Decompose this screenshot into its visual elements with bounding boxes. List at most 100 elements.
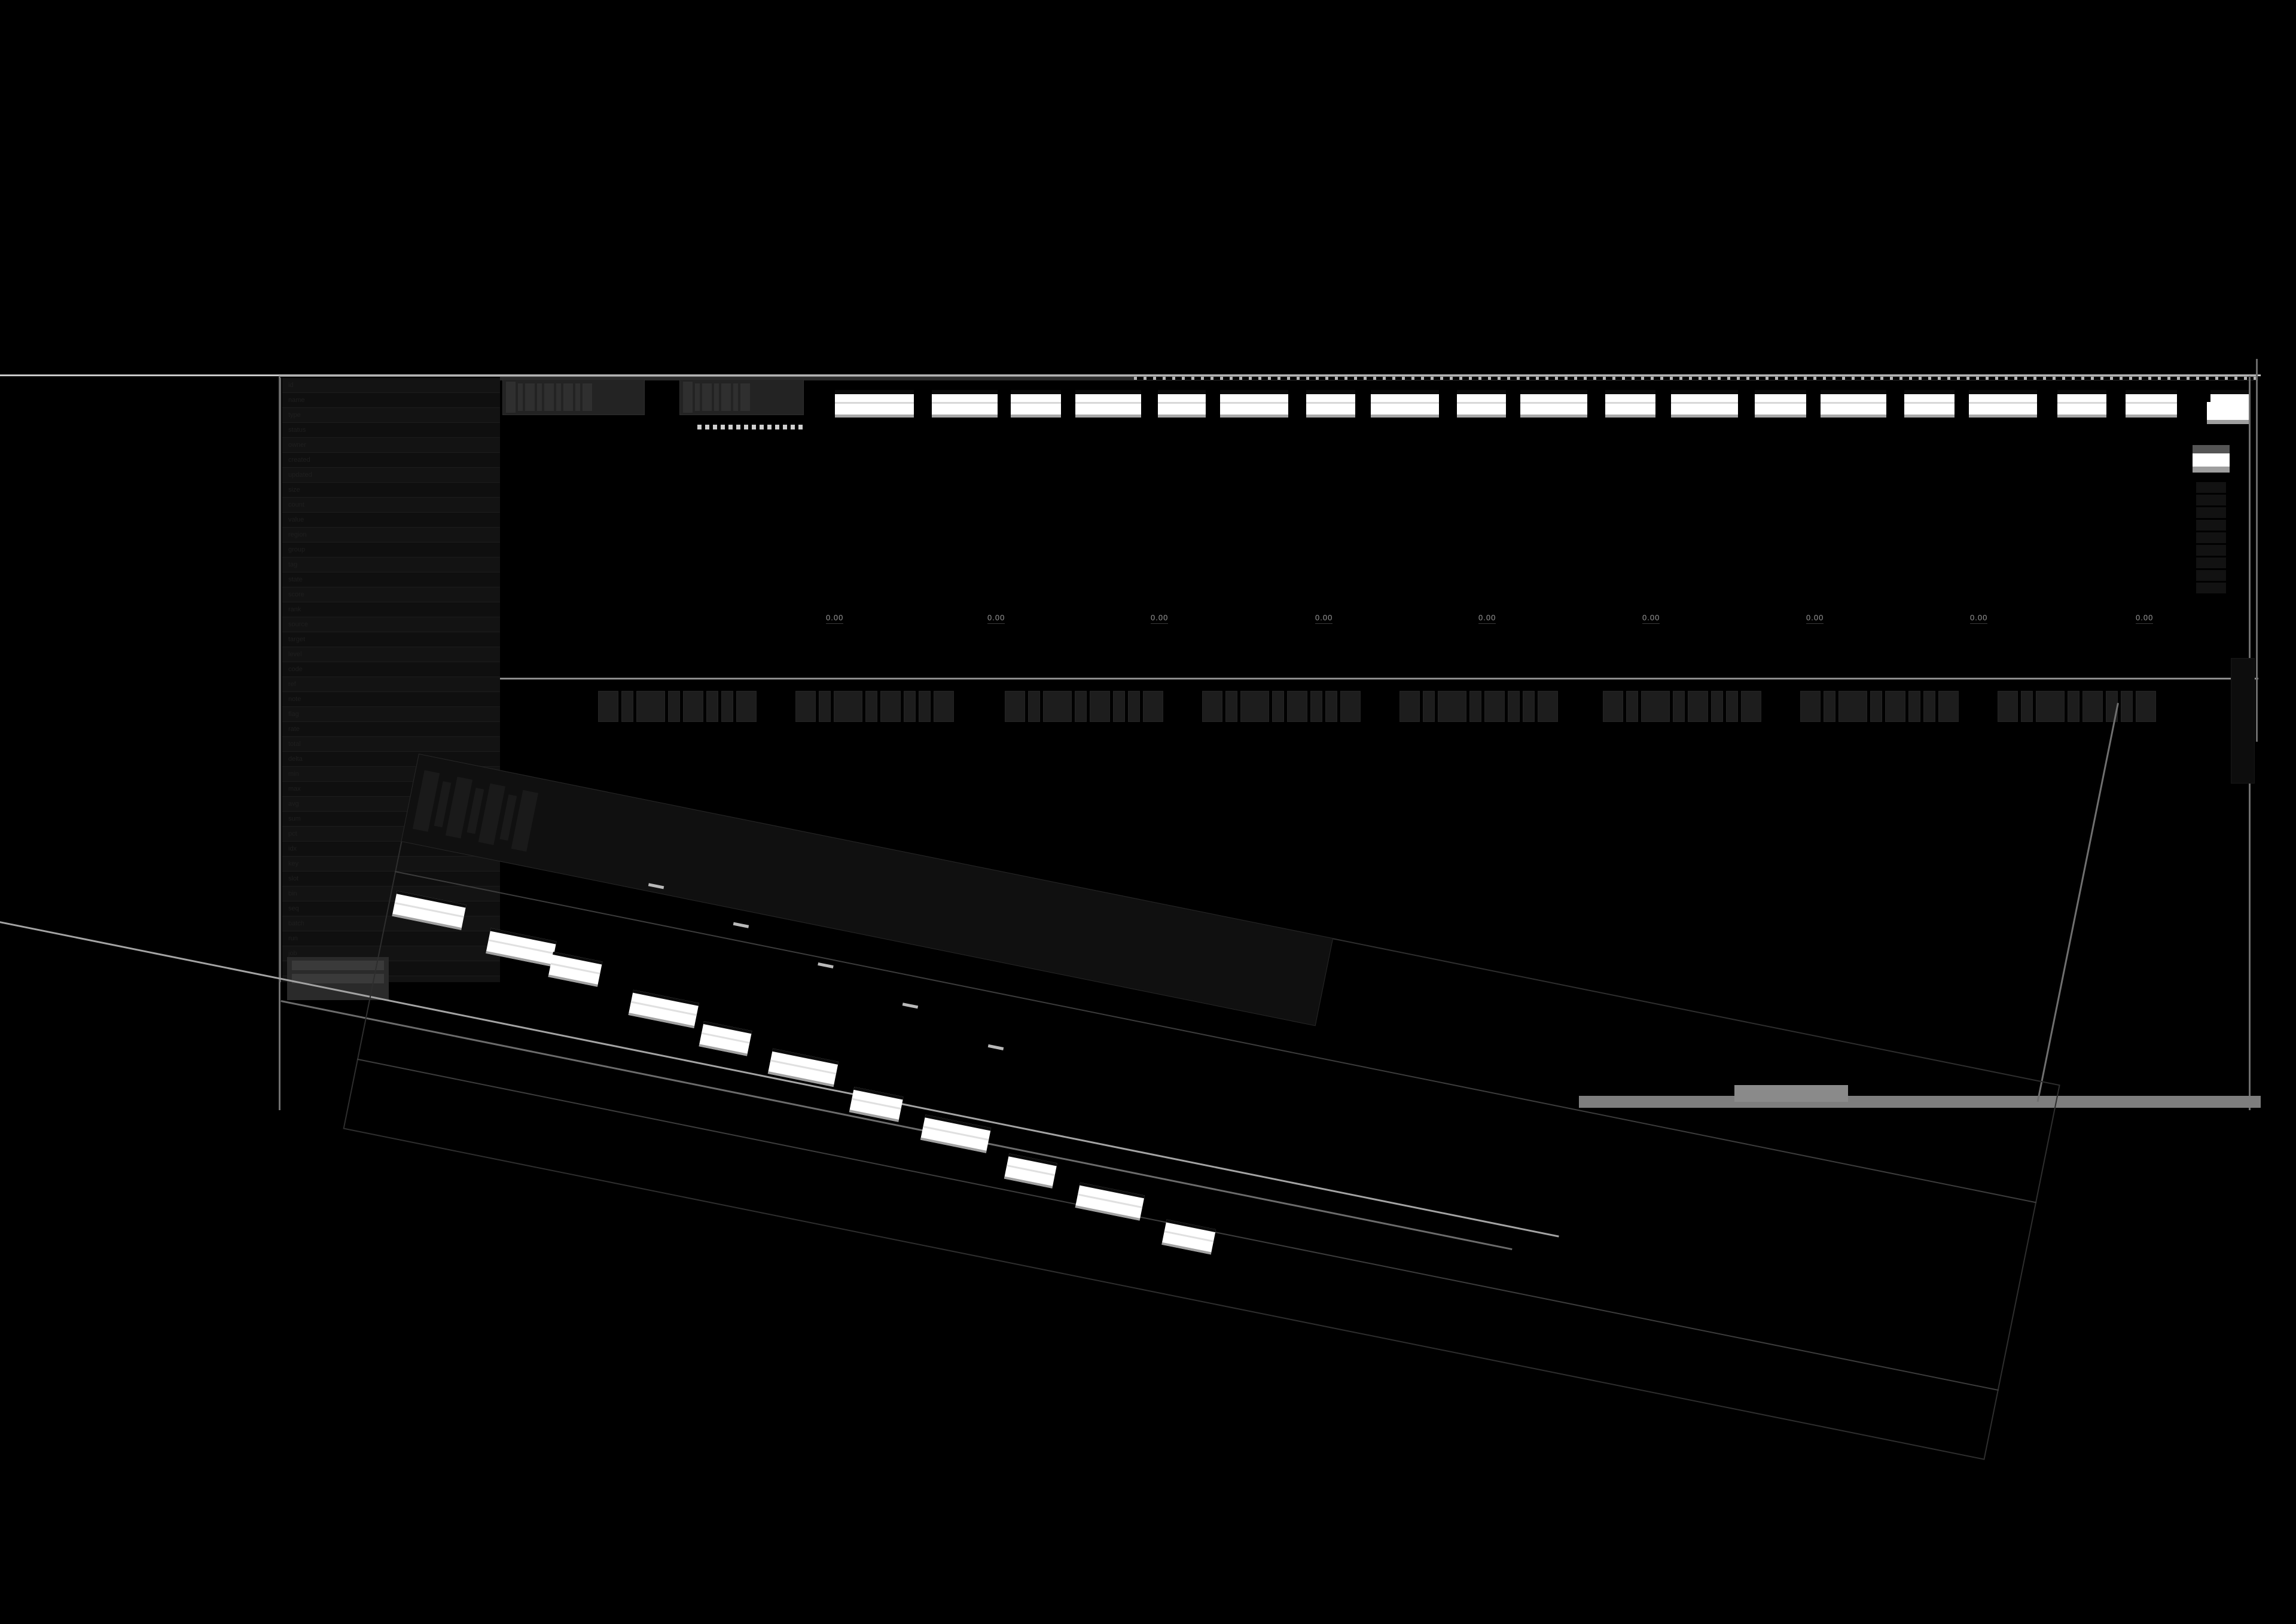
column-header-cell[interactable] [835, 390, 914, 418]
control-group[interactable] [1603, 687, 1764, 726]
column-header-cell[interactable] [1605, 390, 1655, 418]
right-rail-glyph[interactable] [2196, 557, 2226, 568]
column-header-cell[interactable] [932, 390, 998, 418]
control-group[interactable] [1202, 687, 1364, 726]
sidebar-item[interactable]: idx [282, 842, 500, 857]
sidebar-item[interactable]: rate [282, 722, 500, 737]
column-header-cell[interactable] [2057, 390, 2106, 418]
sidebar-item[interactable]: avg [282, 797, 500, 812]
sidebar-item[interactable]: tag [282, 557, 500, 572]
sidebar-item[interactable]: bin [282, 886, 500, 901]
column-header-cell[interactable] [1457, 390, 1506, 418]
control-box[interactable] [636, 691, 665, 722]
control-box[interactable] [2021, 691, 2033, 722]
column-header-cell[interactable] [1306, 390, 1355, 418]
sidebar-item[interactable]: type [282, 408, 500, 423]
right-rail-glyph[interactable] [2196, 545, 2226, 556]
control-box[interactable] [1225, 691, 1237, 722]
sidebar-item[interactable]: ref [282, 677, 500, 692]
control-box[interactable] [721, 691, 733, 722]
sidebar-item[interactable]: value [282, 513, 500, 528]
control-box[interactable] [706, 691, 718, 722]
column-header-cell[interactable] [1671, 390, 1738, 418]
sidebar-item[interactable]: created [282, 453, 500, 468]
sidebar-item[interactable]: state [282, 572, 500, 587]
right-rail-glyph[interactable] [2196, 570, 2226, 581]
control-box[interactable] [1484, 691, 1505, 722]
control-box[interactable] [1741, 691, 1761, 722]
control-box[interactable] [1143, 691, 1163, 722]
control-box[interactable] [795, 691, 816, 722]
column-header-cell[interactable] [1371, 390, 1439, 418]
control-box[interactable] [1043, 691, 1072, 722]
sidebar-item[interactable]: flag [282, 707, 500, 722]
control-box[interactable] [736, 691, 757, 722]
column-header-cell[interactable] [1821, 390, 1886, 418]
control-box[interactable] [1688, 691, 1708, 722]
control-group[interactable] [598, 687, 760, 726]
control-box[interactable] [2036, 691, 2065, 722]
control-box[interactable] [834, 691, 862, 722]
control-box[interactable] [668, 691, 680, 722]
control-box[interactable] [1523, 691, 1535, 722]
sidebar-item[interactable]: sum [282, 812, 500, 827]
control-box[interactable] [1423, 691, 1435, 722]
control-box[interactable] [1508, 691, 1520, 722]
sidebar-item[interactable]: target [282, 632, 500, 647]
control-box[interactable] [819, 691, 831, 722]
control-box[interactable] [919, 691, 931, 722]
right-rail-glyph-column[interactable] [2196, 482, 2226, 609]
sidebar-item[interactable]: note [282, 692, 500, 707]
sidebar-item[interactable]: source [282, 617, 500, 632]
sidebar-item[interactable]: slot [282, 872, 500, 886]
sidebar-item[interactable]: count [282, 498, 500, 513]
sidebar-item[interactable]: region [282, 528, 500, 543]
right-rail-glyph[interactable] [2196, 495, 2226, 505]
toolbar-cluster-right[interactable] [679, 379, 804, 415]
control-box[interactable] [1310, 691, 1322, 722]
sidebar-item[interactable]: group [282, 543, 500, 557]
control-box[interactable] [1090, 691, 1110, 722]
control-box[interactable] [1800, 691, 1821, 722]
control-box[interactable] [1838, 691, 1867, 722]
control-box[interactable] [904, 691, 916, 722]
vertical-scrollbar-thumb[interactable] [2231, 658, 2255, 784]
sidebar-item[interactable]: key [282, 857, 500, 872]
right-rail-glyph[interactable] [2196, 532, 2226, 543]
right-chip-primary[interactable] [2207, 402, 2250, 420]
control-box[interactable] [1469, 691, 1481, 722]
overlay-highlight-dash[interactable] [1004, 1153, 1057, 1189]
sidebar-item[interactable]: id [282, 378, 500, 393]
control-box[interactable] [1287, 691, 1307, 722]
control-box[interactable] [1998, 691, 2018, 722]
control-box[interactable] [1711, 691, 1723, 722]
control-box[interactable] [1438, 691, 1466, 722]
control-band[interactable] [598, 682, 2156, 736]
control-box[interactable] [1908, 691, 1920, 722]
control-box[interactable] [1885, 691, 1905, 722]
control-box[interactable] [1113, 691, 1125, 722]
control-box[interactable] [1005, 691, 1025, 722]
horizontal-scrollbar-track[interactable] [1579, 1096, 2261, 1108]
sidebar-item[interactable]: delta [282, 752, 500, 767]
right-rail-glyph[interactable] [2196, 482, 2226, 493]
sidebar-item[interactable]: size [282, 483, 500, 498]
control-box[interactable] [1028, 691, 1040, 722]
column-header-cell[interactable] [1075, 390, 1141, 418]
sidebar-item[interactable]: max [282, 782, 500, 797]
sidebar-item[interactable]: pct [282, 827, 500, 842]
sidebar-item[interactable]: rank [282, 602, 500, 617]
control-box[interactable] [1824, 691, 1835, 722]
sidebar-item[interactable]: batch [282, 916, 500, 931]
sidebar-item[interactable]: name [282, 393, 500, 408]
control-box[interactable] [934, 691, 954, 722]
control-box[interactable] [1673, 691, 1685, 722]
control-box[interactable] [1128, 691, 1140, 722]
sidebar-item[interactable]: owner [282, 438, 500, 453]
control-box[interactable] [1603, 691, 1623, 722]
control-box[interactable] [1075, 691, 1087, 722]
control-box[interactable] [865, 691, 877, 722]
control-box[interactable] [1726, 691, 1738, 722]
